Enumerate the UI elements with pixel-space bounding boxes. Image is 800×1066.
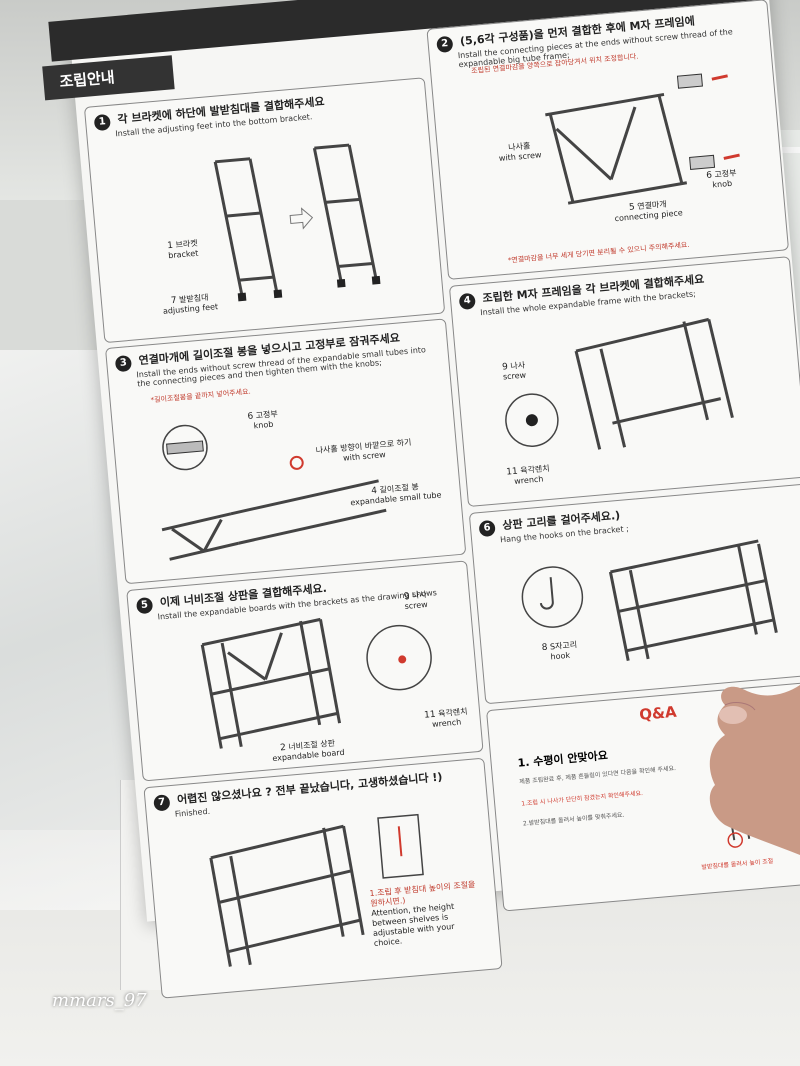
instruction-sheet: 조립안내 1 각 브라켓에 하단에 발받침대를 결합해주세요 Install t… [42,0,800,999]
step-5-panel: 5 이제 너비조절 상판을 결합해주세요. Install the expand… [126,560,484,782]
step-4-diagram [505,317,734,450]
step-2-diagram [545,73,740,205]
step-1-panel: 1 각 브라켓에 하단에 발받침대를 결합해주세요 Install the ad… [83,77,446,344]
step-2-panel: 2 (5,6각 구성품)을 먼저 결합한 후에 M자 프레임에 Install … [426,0,790,280]
step-7-label-height: 1.조립 후 받침대 높이의 조절을 원하시면.)Attention, the … [369,879,476,948]
watermark: mmars_97 [52,990,147,1011]
step-7-diagram [209,813,424,967]
step-6-diagram [521,539,778,662]
step-5-diagram [200,617,432,749]
step-3-diagram [161,424,387,561]
hand [709,685,800,855]
step-4-panel: 4 조립한 M자 프레임을 각 브라켓에 결합해주세요 Install the … [448,256,800,508]
step-6-panel: 6 상판 고리를 걸어주세요.) Hang the hooks on the b… [468,483,800,705]
step-1-diagram [213,143,381,302]
step-7-panel: 7 어렵진 않으셨나요 ? 전부 끝났습니다, 고생하셨습니다 !) Finis… [143,757,503,999]
step-3-panel: 3 연결마개에 길이조절 봉을 넣으시고 고정부로 잠궈주세요 Install … [104,318,467,585]
